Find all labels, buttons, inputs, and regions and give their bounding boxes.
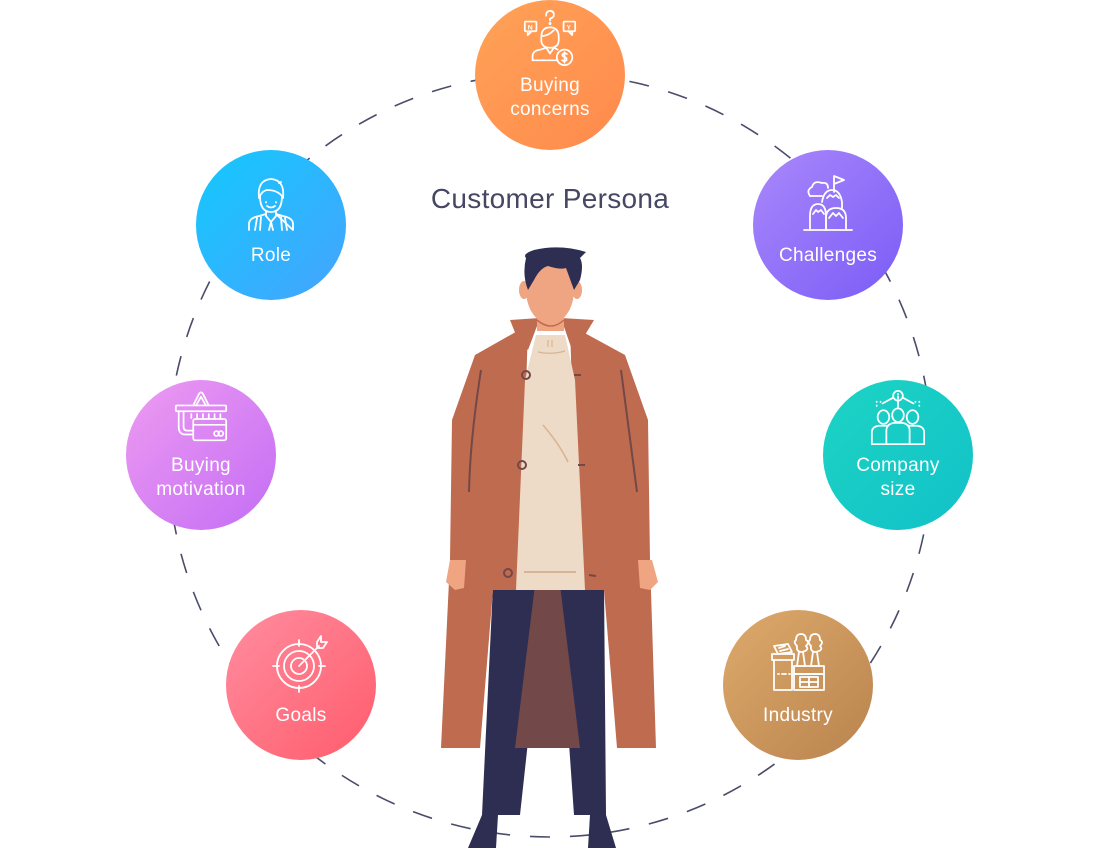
svg-text:N: N (528, 24, 533, 31)
node-buying-concerns[interactable]: N Y Buying concerns (475, 0, 625, 150)
node-buying-motivation[interactable]: Buying motivation (126, 380, 276, 530)
node-label: Buying concerns (510, 74, 590, 122)
factory-icon (771, 633, 825, 691)
node-label: Buying motivation (156, 454, 246, 502)
person-bust-icon (248, 178, 294, 231)
node-industry[interactable]: Industry (723, 610, 873, 760)
node-label: Goals (275, 705, 327, 726)
target-arrow-icon (272, 635, 328, 693)
team-group-icon (870, 390, 926, 446)
svg-text:Y: Y (566, 24, 571, 31)
label-line: Buying (171, 455, 231, 476)
node-label: Company size (856, 454, 939, 502)
label-line: Buying (520, 75, 580, 96)
basket-credit-card-icon (174, 391, 228, 442)
diagram-title: Customer Persona (430, 183, 670, 214)
label-line: size (880, 479, 916, 500)
mountain-flag-icon (803, 175, 853, 231)
node-label: Industry (763, 705, 833, 726)
node-role[interactable]: Role (196, 150, 346, 300)
node-company-size[interactable]: Company size (823, 380, 973, 530)
buyer-question-dollar-icon: N Y (523, 10, 577, 67)
label-line: Company (856, 455, 940, 476)
node-label: Role (250, 245, 292, 266)
label-line: concerns (510, 99, 590, 120)
node-goals[interactable]: Goals (226, 610, 376, 760)
node-label: Challenges (778, 245, 878, 266)
node-challenges[interactable]: Challenges (753, 150, 903, 300)
label-line: motivation (156, 479, 246, 500)
